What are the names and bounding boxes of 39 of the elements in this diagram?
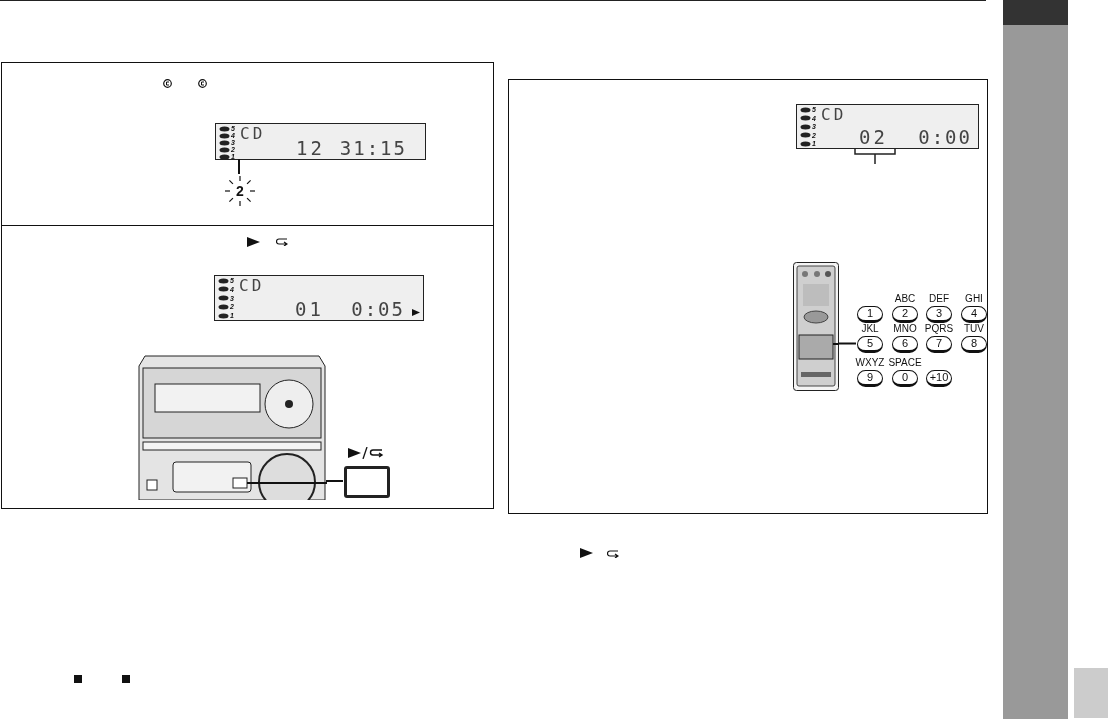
display-text: CD <box>240 125 266 143</box>
lcd-display <box>796 104 979 149</box>
button-symbol <box>344 466 390 498</box>
key-letters: GHI <box>964 293 984 305</box>
key-letters: DEF <box>928 293 950 305</box>
key-letters: ABC <box>893 293 917 305</box>
display-text: 0:05 <box>351 299 405 319</box>
keypad-button: +10 <box>926 370 952 387</box>
instruction-panel <box>1 62 494 226</box>
keypad-button: 2 <box>892 306 918 323</box>
key-letters: TUV <box>963 323 985 335</box>
leader-line <box>325 480 344 482</box>
display-text: 02 <box>859 127 888 147</box>
keypad-button: 6 <box>892 336 918 353</box>
key-letters: JKL <box>860 323 880 335</box>
instruction-panel <box>508 79 988 514</box>
display-text: 31:15 <box>339 138 407 158</box>
keypad-button: 5 <box>857 336 883 353</box>
display-text: 12 <box>296 138 325 158</box>
key-letters: SPACE <box>887 357 923 369</box>
keypad-button: 1 <box>857 306 883 323</box>
display-text: 01 <box>295 299 324 319</box>
keypad-button: 9 <box>857 370 883 387</box>
instruction-panel <box>1 225 494 509</box>
display-text: 0:00 <box>918 127 972 147</box>
leader-line <box>238 158 240 175</box>
keypad-button: 0 <box>892 370 918 387</box>
lcd-display <box>215 123 426 160</box>
keypad-button: 3 <box>926 306 952 323</box>
lcd-display <box>214 275 424 321</box>
callout-number: 2 <box>224 175 256 207</box>
display-text: CD <box>821 106 847 124</box>
key-letters: MNO <box>892 323 918 335</box>
keypad-button: 4 <box>961 306 987 323</box>
leader-line <box>837 342 857 345</box>
display-text: CD <box>239 277 265 295</box>
keypad-button: 8 <box>961 336 987 353</box>
key-letters: PQRS <box>923 323 955 335</box>
keypad-button: 7 <box>926 336 952 353</box>
